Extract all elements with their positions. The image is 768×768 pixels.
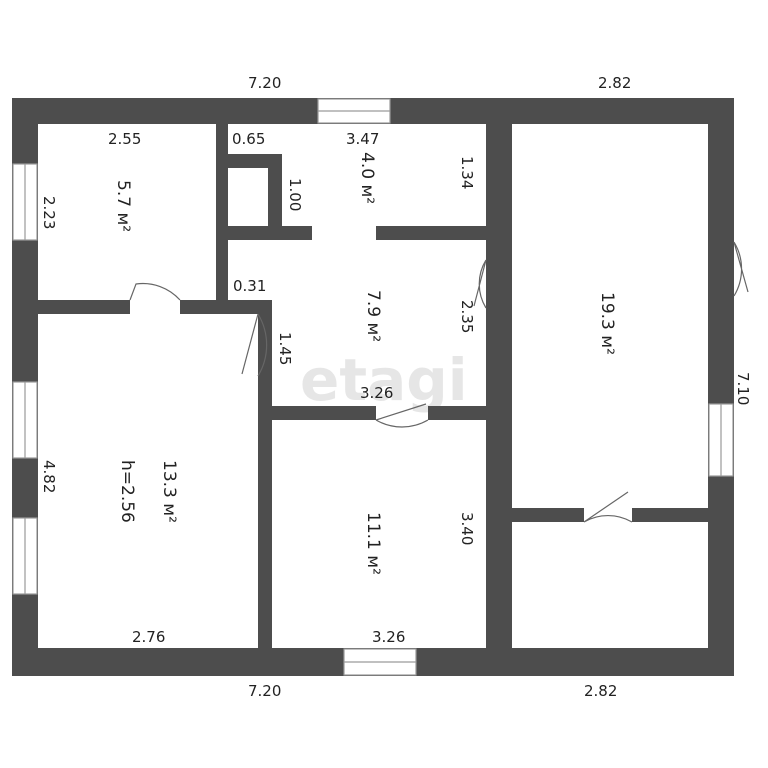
window-right bbox=[708, 403, 734, 477]
room-7-9-dim-door-wall: 1.45 bbox=[276, 332, 294, 365]
shaft-wall-right bbox=[268, 154, 282, 240]
room-4-0-dim-shaft: 0.65 bbox=[232, 130, 265, 148]
dim-right-side: 7.10 bbox=[734, 372, 752, 405]
room-5-7-dim-width: 2.55 bbox=[108, 130, 141, 148]
window-left-middle bbox=[12, 381, 38, 459]
room-13-3-area: 13.3 м² bbox=[159, 460, 179, 523]
room-4-0-dim-height: 1.34 bbox=[458, 156, 476, 189]
room-5-7: 2.55 2.23 5.7 м² bbox=[40, 130, 141, 232]
wall-big-room-bottom-a bbox=[512, 508, 584, 522]
room-13-3-ceiling-height: h=2.56 bbox=[117, 460, 137, 523]
wall-hall-bottom-a bbox=[272, 406, 376, 420]
door-bedroom-bottom bbox=[375, 403, 429, 428]
room-19-3: 19.3 м² bbox=[597, 292, 617, 355]
room-11-1-dim-width: 3.26 bbox=[372, 628, 405, 646]
room-11-1-area: 11.1 м² bbox=[363, 512, 383, 575]
room-13-3-dim-width: 2.76 bbox=[132, 628, 165, 646]
windows bbox=[12, 98, 734, 676]
door-exterior-right bbox=[733, 241, 749, 297]
window-left-lower bbox=[12, 517, 38, 595]
dim-bottom-left: 7.20 bbox=[248, 682, 281, 700]
window-top bbox=[317, 98, 391, 124]
room-4-0-area: 4.0 м² bbox=[357, 152, 377, 204]
wall-small-room-bottom-a bbox=[38, 300, 130, 314]
wall-small-room-bottom-b bbox=[180, 300, 272, 314]
dim-top-left: 7.20 bbox=[248, 74, 281, 92]
room-7-9-dim-offset: 0.31 bbox=[233, 277, 266, 295]
room-5-7-area: 5.7 м² bbox=[113, 180, 133, 232]
wall-divider-right bbox=[486, 124, 512, 648]
door-small-room bbox=[129, 282, 181, 301]
room-19-3-area: 19.3 м² bbox=[597, 292, 617, 355]
wall-bathroom-bottom-b bbox=[376, 226, 486, 240]
dim-bottom-right: 2.82 bbox=[584, 682, 617, 700]
wall-living-right bbox=[258, 300, 272, 648]
room-13-3: 4.82 2.76 13.3 м² h=2.56 bbox=[40, 460, 179, 646]
room-4-0-dim-shaft-depth: 1.00 bbox=[286, 178, 304, 211]
door-hall-right bbox=[473, 259, 487, 309]
door-living-room bbox=[241, 313, 268, 377]
room-4-0: 3.47 0.65 1.00 1.34 4.0 м² bbox=[232, 130, 476, 211]
room-11-1: 3.40 3.26 11.1 м² bbox=[363, 512, 476, 646]
room-7-9-area: 7.9 м² bbox=[363, 290, 383, 342]
outer-wall-right bbox=[708, 98, 734, 676]
room-7-9: 0.31 2.35 1.45 3.26 7.9 м² bbox=[233, 277, 476, 402]
window-left-upper bbox=[12, 163, 38, 241]
doors bbox=[129, 241, 749, 523]
room-11-1-dim-height: 3.40 bbox=[458, 512, 476, 545]
wall-hall-bottom-b bbox=[428, 406, 486, 420]
room-5-7-dim-height: 2.23 bbox=[40, 196, 58, 229]
room-7-9-dim-height: 2.35 bbox=[458, 300, 476, 333]
window-bottom bbox=[343, 648, 417, 676]
room-7-9-dim-width: 3.26 bbox=[360, 384, 393, 402]
watermark: etagi bbox=[300, 346, 468, 414]
dim-top-right: 2.82 bbox=[598, 74, 631, 92]
outer-dimensions: 7.20 2.82 7.20 2.82 7.10 bbox=[248, 74, 752, 700]
room-13-3-dim-height: 4.82 bbox=[40, 460, 58, 493]
door-big-room bbox=[583, 491, 633, 523]
walls bbox=[12, 98, 734, 676]
wall-bathroom-left bbox=[216, 124, 228, 300]
wall-big-room-bottom-b bbox=[632, 508, 708, 522]
room-4-0-dim-width: 3.47 bbox=[346, 130, 379, 148]
